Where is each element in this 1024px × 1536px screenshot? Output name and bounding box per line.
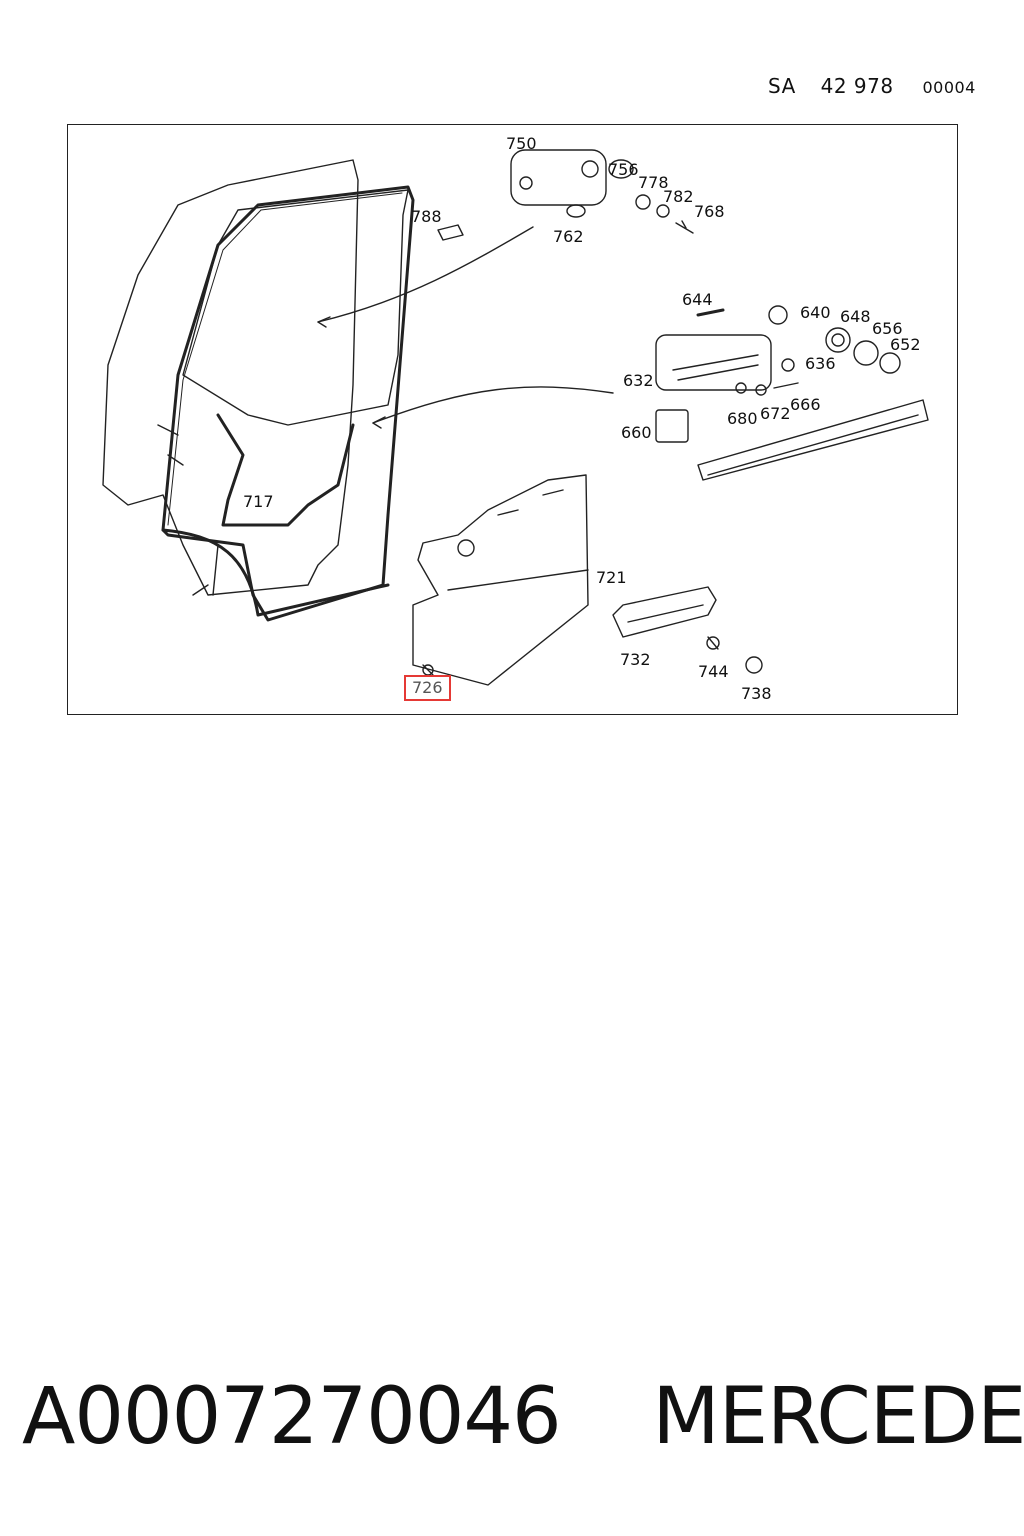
callout-660: 660	[621, 423, 652, 442]
callout-738: 738	[741, 684, 772, 703]
trim-panel	[412, 474, 589, 686]
callout-632: 632	[623, 371, 654, 390]
exploded-parts-diagram: 750 756 778 782 768 762 788 644 640 648 …	[67, 124, 958, 715]
cover-plate	[510, 149, 607, 206]
callout-652: 652	[890, 335, 921, 354]
door-body	[102, 159, 359, 596]
callout-680: 680	[727, 409, 758, 428]
callout-656: 656	[872, 319, 903, 338]
callout-717: 717	[243, 492, 274, 511]
diagram-drawing	[102, 149, 929, 686]
callout-788: 788	[411, 207, 442, 226]
callout-636: 636	[805, 354, 836, 373]
header-prefix: SA	[768, 74, 796, 98]
callout-644: 644	[682, 290, 713, 309]
callout-744: 744	[698, 662, 729, 681]
bracket-788	[437, 224, 464, 241]
callout-721: 721	[596, 568, 627, 587]
callout-732: 732	[620, 650, 651, 669]
door-handle	[655, 334, 772, 391]
callout-648: 648	[840, 307, 871, 326]
diagram-header: SA 42 978 00004	[768, 74, 976, 98]
door-rail	[697, 399, 929, 481]
callout-672: 672	[760, 404, 791, 423]
callout-666: 666	[790, 395, 821, 414]
callout-778: 778	[638, 173, 669, 192]
arrow-upper	[317, 226, 534, 323]
part-number: A0007270046	[22, 1372, 562, 1462]
part-caption: A0007270046 MERCEDES	[22, 1372, 1024, 1462]
callout-782: 782	[663, 187, 694, 206]
brand-name: MERCEDES	[652, 1372, 1024, 1462]
striker-plate	[655, 409, 689, 443]
header-sheet: 00004	[922, 78, 976, 97]
door-rod	[216, 413, 355, 527]
callout-762: 762	[553, 227, 584, 246]
callout-768: 768	[694, 202, 725, 221]
callout-756: 756	[608, 160, 639, 179]
callout-726-highlighted: 726	[404, 675, 451, 701]
armrest	[612, 586, 717, 638]
callout-640: 640	[800, 303, 831, 322]
arrow-lower	[372, 386, 614, 424]
header-code: 42 978	[820, 74, 894, 98]
door-window-frame	[182, 189, 409, 426]
door-seal	[161, 185, 415, 622]
callout-750: 750	[506, 134, 537, 153]
